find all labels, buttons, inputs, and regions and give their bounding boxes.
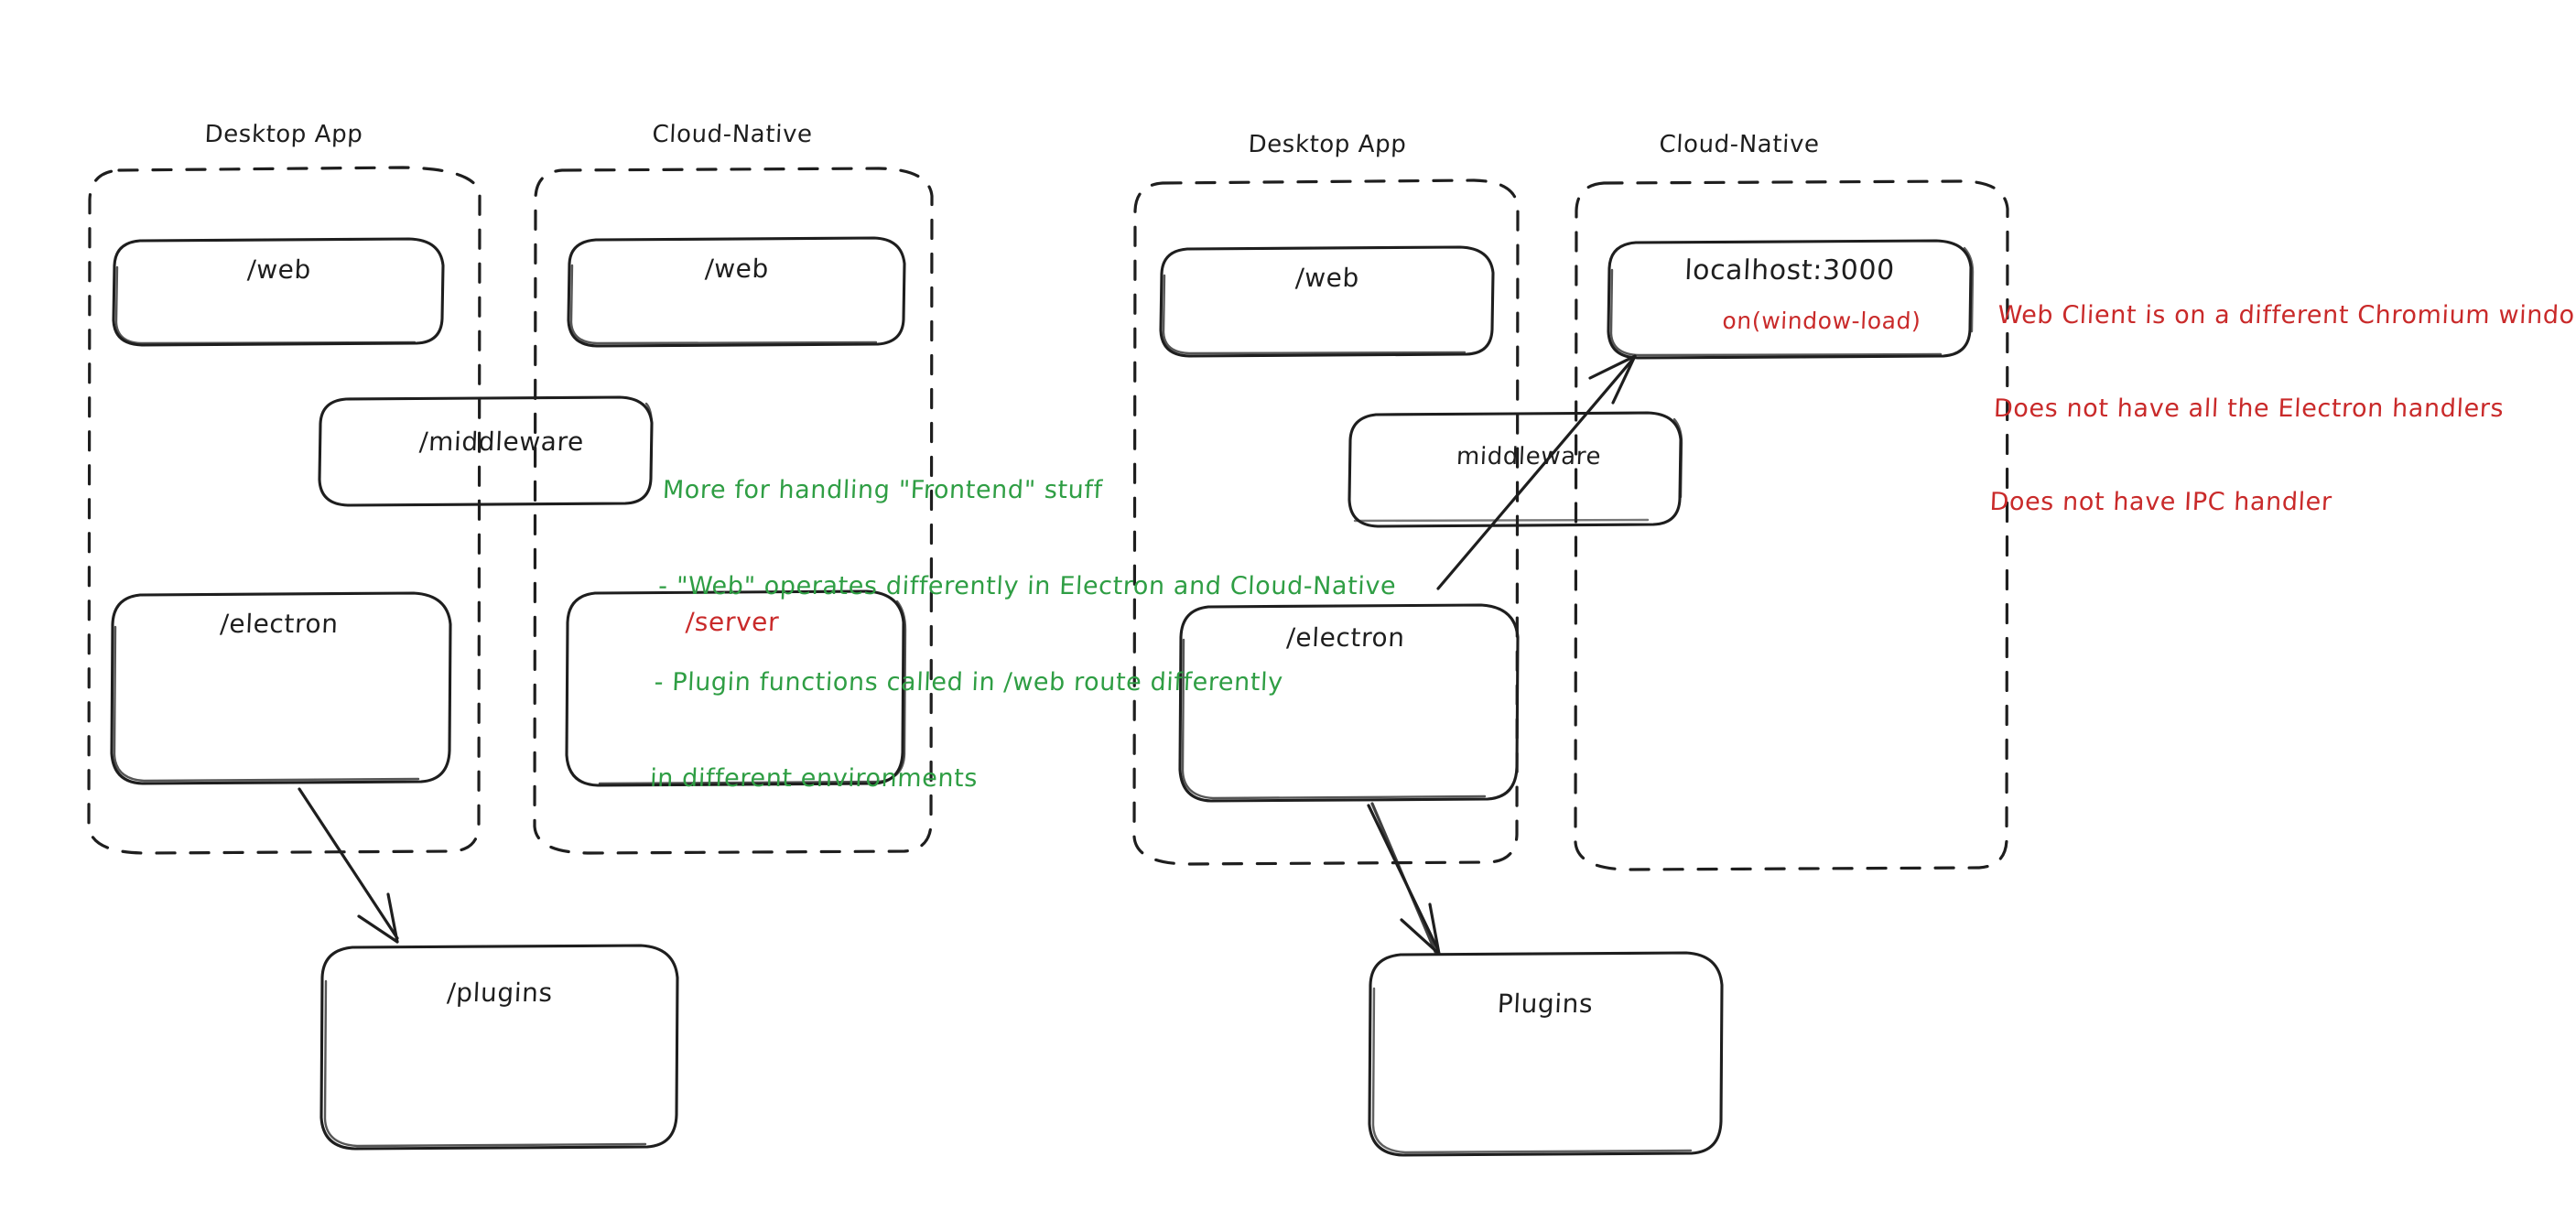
right-box-middleware (1348, 411, 1683, 528)
left-box-label-electron: /electron (219, 609, 340, 639)
left-box-label-web-cloud: /web (704, 254, 770, 284)
red-annotation-line-3: Does not have IPC handler (1988, 488, 2333, 516)
left-group-cloud-native-border (533, 167, 934, 855)
left-box-label-middleware: /middleware (418, 427, 585, 457)
left-box-label-plugins: /plugins (446, 978, 554, 1008)
left-box-electron (110, 591, 452, 785)
green-annotation-line-3: - Plugin functions called in /web route … (654, 668, 1284, 697)
left-group-label-cloud-native: Cloud-Native (651, 121, 814, 148)
right-box-label-on-window-load: on(window-load) (1721, 308, 1922, 334)
right-group-label-desktop-app: Desktop App (1247, 131, 1408, 158)
right-group-label-cloud-native: Cloud-Native (1658, 131, 1821, 158)
left-box-plugins (319, 944, 679, 1151)
right-box-web (1159, 245, 1495, 358)
right-group-desktop-app-border (1132, 178, 1520, 866)
left-arrow-electron-to-plugins (298, 787, 399, 944)
left-box-label-web-desktop: /web (246, 254, 312, 285)
green-annotation-line-1: More for handling "Frontend" stuff (662, 476, 1104, 504)
red-annotation-line-2: Does not have all the Electron handlers (1993, 394, 2505, 423)
right-box-electron (1178, 603, 1520, 803)
right-box-label-plugins: Plugins (1497, 989, 1594, 1019)
right-arrow-electron-to-localhost (1436, 354, 1637, 590)
left-box-web-desktop (112, 237, 445, 347)
red-annotation-line-1: Web Client is on a different Chromium wi… (1997, 301, 2576, 330)
right-box-label-middleware: middleware (1456, 443, 1602, 470)
green-annotation: More for handling "Frontend" stuff - "We… (646, 410, 1403, 859)
left-group-desktop-app-border (87, 166, 482, 855)
right-box-label-localhost: localhost:3000 (1683, 254, 1896, 286)
right-group-cloud-native-border (1574, 179, 2009, 871)
left-box-server (565, 589, 907, 787)
right-box-plugins (1368, 951, 1724, 1157)
red-annotation: Web Client is on a different Chromium wi… (1986, 238, 2576, 580)
right-box-localhost (1607, 239, 1975, 360)
right-arrow-electron-to-plugins (1367, 802, 1441, 956)
left-box-middleware (318, 395, 654, 507)
left-box-web-cloud (567, 236, 906, 348)
left-group-label-desktop-app: Desktop App (203, 121, 364, 148)
green-annotation-line-2: - "Web" operates differently in Electron… (657, 572, 1397, 600)
green-annotation-line-4: in different environments (649, 764, 979, 793)
right-box-label-web: /web (1294, 263, 1360, 293)
